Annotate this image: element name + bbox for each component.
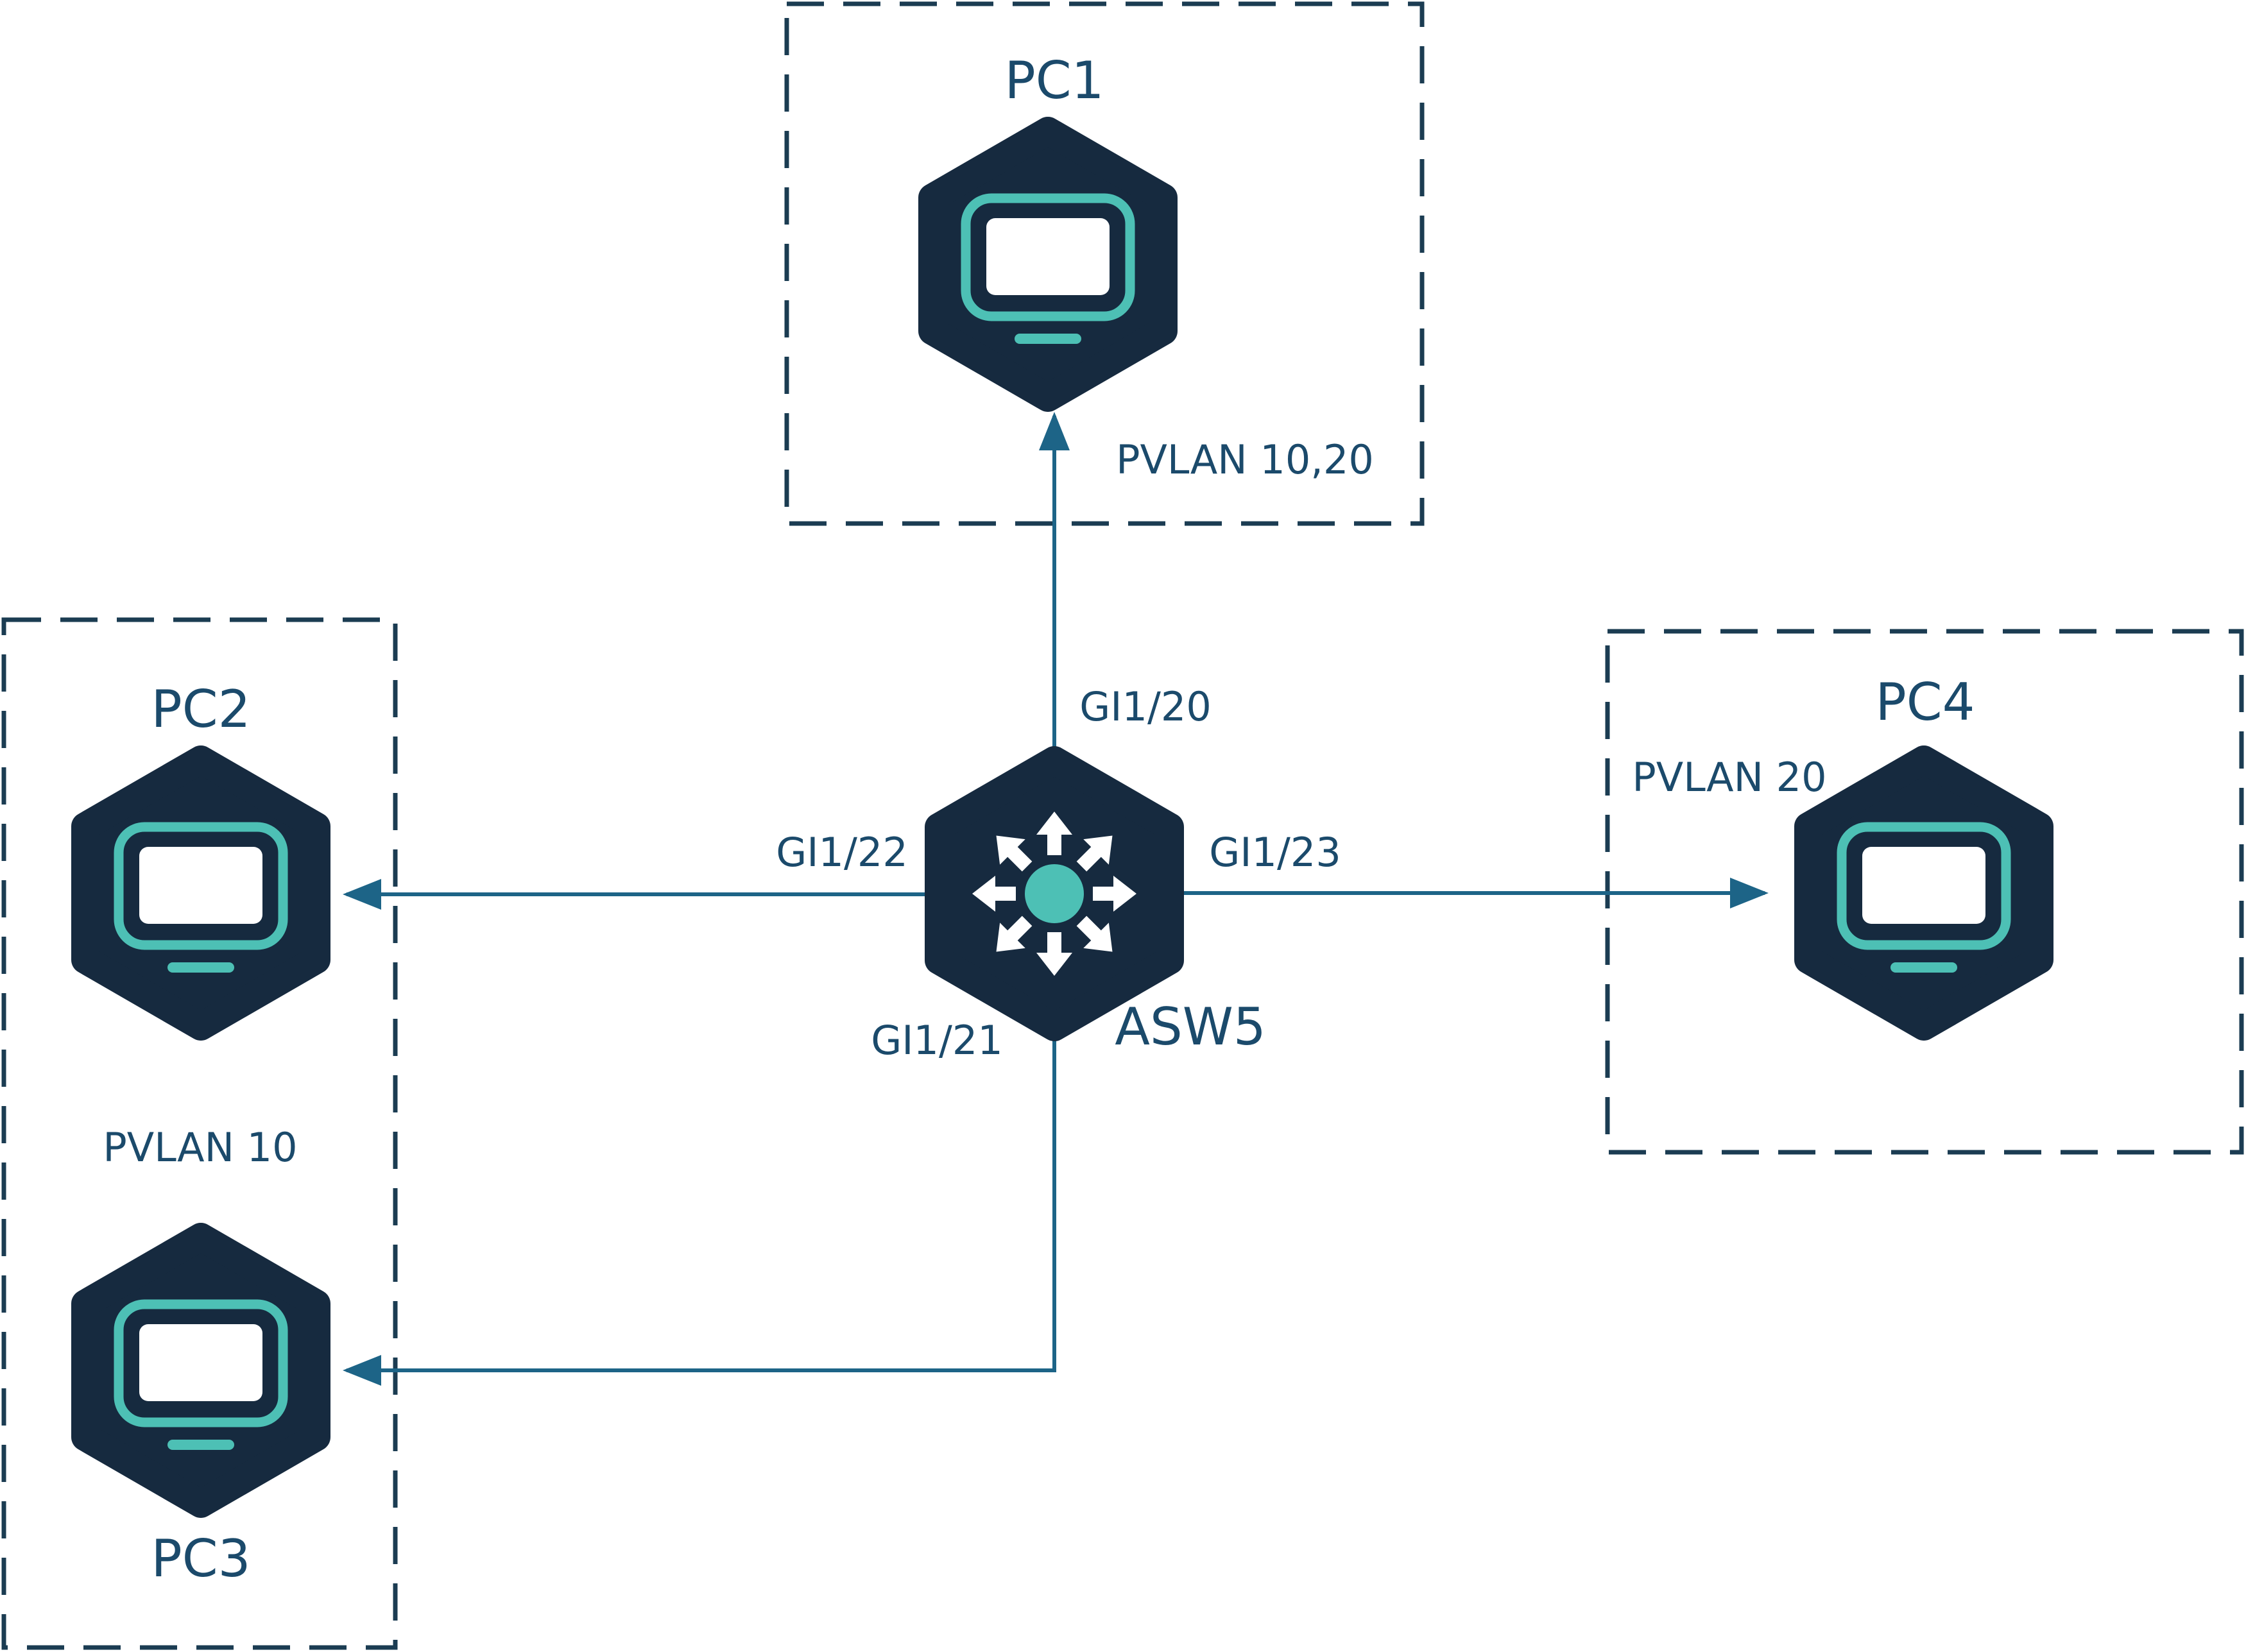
zone-right-label: PVLAN 20 [1632,754,1826,801]
port-label-gi1-20: GI1/20 [1079,683,1212,730]
pc4-icon[interactable] [1808,760,2039,1026]
zone-top-border [784,1,1425,526]
port-label-gi1-22: GI1/22 [776,829,908,876]
port-label-gi1-23: GI1/23 [1209,829,1341,876]
pc2-icon[interactable] [85,760,316,1026]
link-asw5-pc3 [343,1026,1056,1386]
zone-top-label: PVLAN 10,20 [1116,436,1374,483]
pc1-label: PC1 [1005,51,1104,110]
pc2-label: PC2 [151,679,251,739]
pc3-icon[interactable] [85,1237,316,1504]
pc3-label: PC3 [151,1529,251,1588]
asw5-label: ASW5 [1115,997,1266,1057]
pc1-icon[interactable] [932,131,1163,398]
zone-left-border [1,617,398,1650]
port-label-gi1-21: GI1/21 [871,1017,1003,1064]
pc4-label: PC4 [1876,672,1975,732]
zone-left-label: PVLAN 10 [103,1124,297,1171]
asw5-switch-icon[interactable] [939,760,1170,1027]
